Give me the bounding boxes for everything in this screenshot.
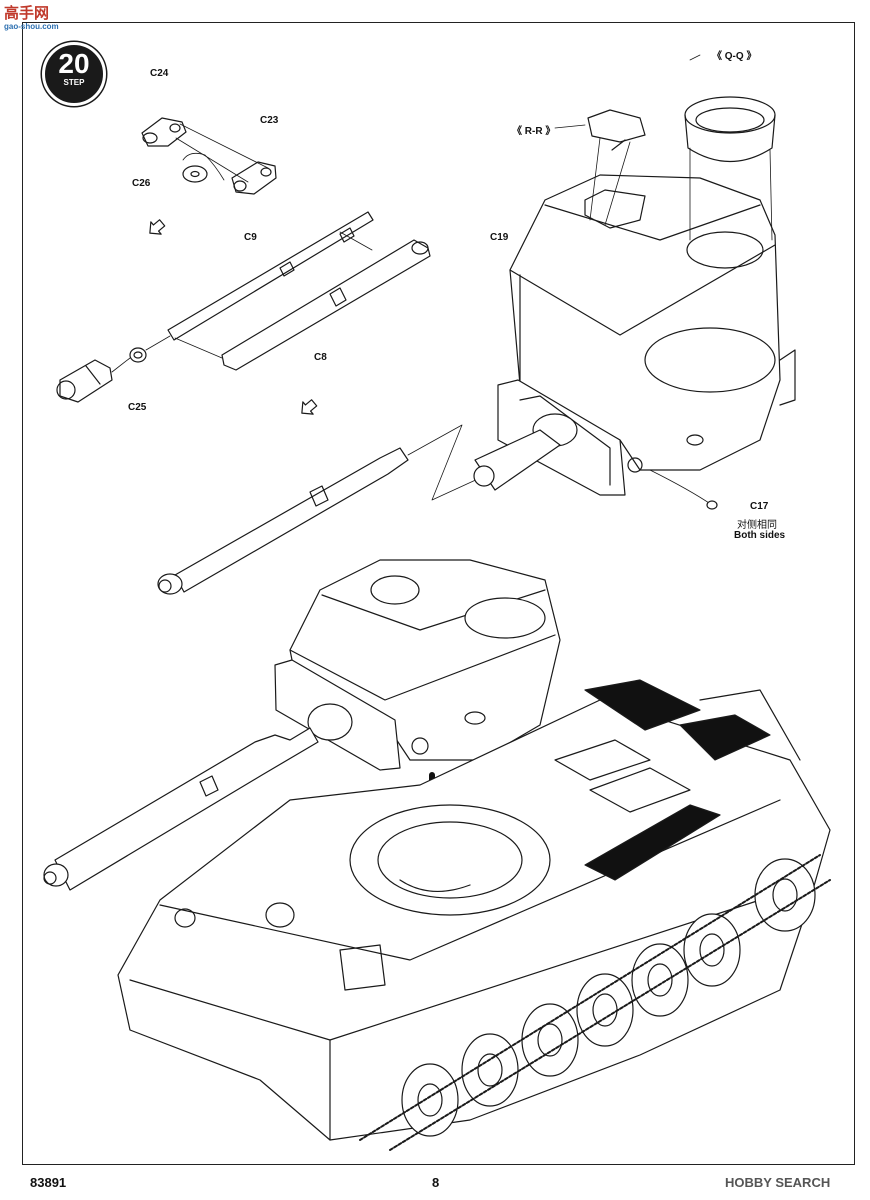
label-c17: C17 [750,501,769,512]
label-c8: C8 [314,352,327,363]
muzzle-brake [56,359,113,403]
c25-part [129,347,147,363]
barrel-guides [174,231,373,359]
c24-part [141,117,187,147]
hatch-rr [587,109,646,151]
label-both-sides-en: Both sides [734,530,786,541]
c23-c24-guides [175,123,269,183]
watermark-hobby-search: HOBBY SEARCH [725,1175,831,1190]
page-border [22,22,855,1165]
label-c9: C9 [244,232,257,243]
label-c24: C24 [150,68,169,79]
label-c26: C26 [132,178,151,189]
label-both-sides-cn: 对侧相同 [737,520,777,531]
muzzle-guides [111,335,171,373]
c17-leader [649,469,713,506]
hollow-arrow-2 [301,399,318,415]
c26-washer [182,152,225,183]
turret-upper [473,174,796,496]
c8-barrel-half [221,239,431,371]
step-badge: 20 STEP [42,42,106,106]
c17-part [706,500,718,510]
c9-barrel-half [167,211,374,341]
assembled-barrel [157,447,409,595]
page-number: 8 [432,1175,440,1190]
label-c23: C23 [260,115,279,126]
barrel-zigzag-guide [407,424,481,501]
running-gear [359,854,831,1151]
turret-assembled [274,559,561,771]
label-qq-section: 《 Q-Q 》 [712,51,757,62]
step-number: 20 [58,48,90,79]
watermark-url: gao-shou.com [4,22,59,31]
watermark-logo: 高手网 [4,5,50,22]
hatch-rr-guides [589,137,631,226]
label-c19: C19 [490,232,509,243]
label-c25: C25 [128,402,147,413]
hollow-arrow-1 [149,219,166,235]
cupola-qq [684,96,776,163]
label-rr-section: 《 R-R 》 [512,126,556,137]
tank-hull [117,679,831,1141]
assembled-gun [43,727,319,891]
c23-part [231,161,277,195]
step-word: STEP [63,78,85,87]
section-leaders [554,54,701,129]
cupola-guides [689,147,773,241]
kit-number: 83891 [30,1175,67,1190]
